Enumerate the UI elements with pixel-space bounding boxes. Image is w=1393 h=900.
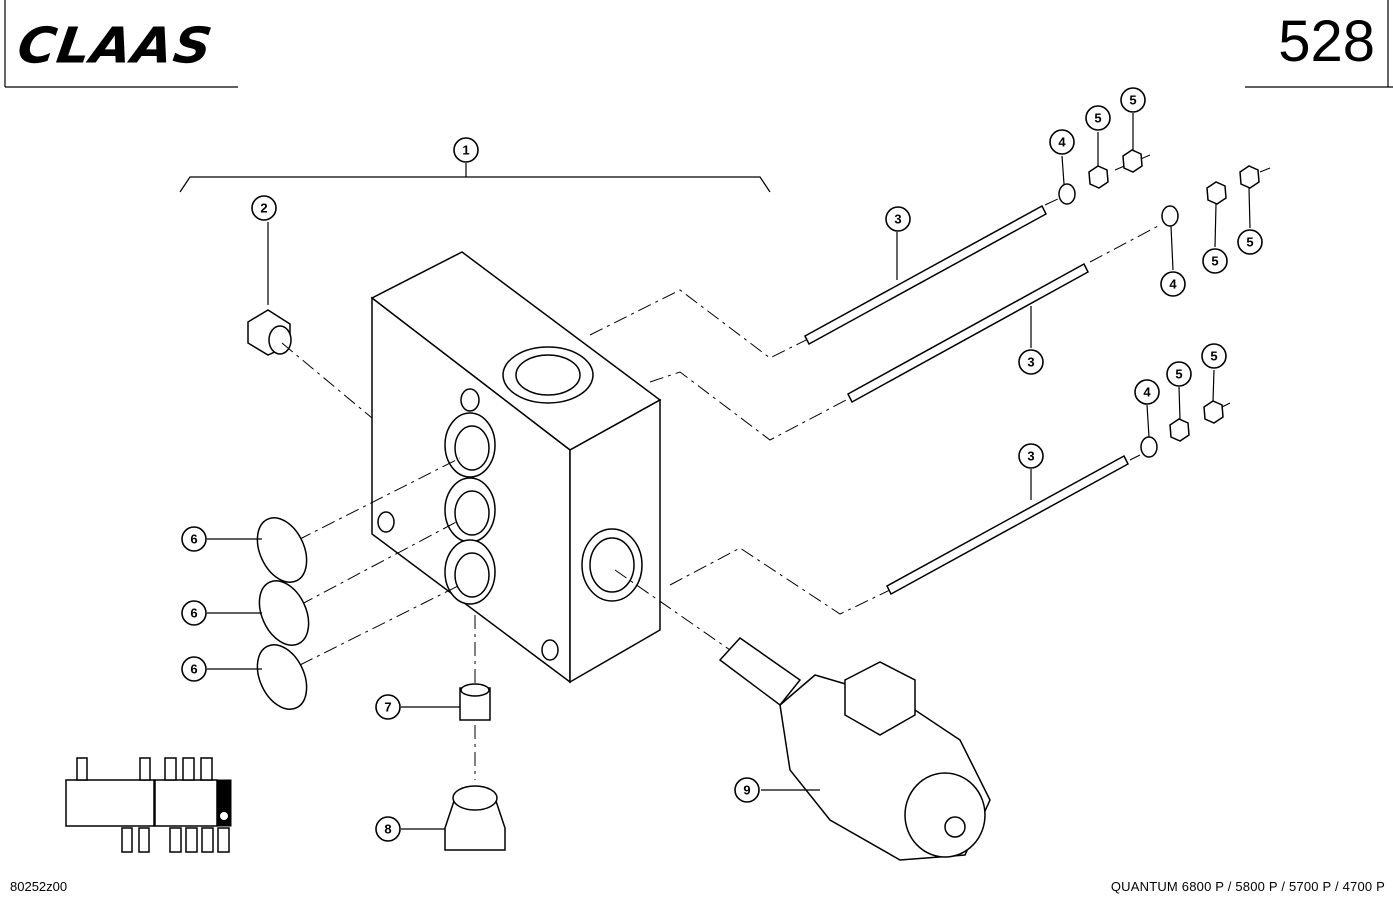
page-number: 528 [1278,9,1375,74]
svg-text:8: 8 [384,822,391,837]
svg-text:9: 9 [743,783,750,798]
svg-text:4: 4 [1143,385,1151,400]
o-ring-part [256,517,310,710]
callout-8: 8 [375,816,401,842]
assembly-bracket [179,176,771,193]
callout-2: 2 [251,195,277,221]
washer-part [1058,183,1179,458]
svg-text:5: 5 [1175,367,1182,382]
svg-text:2: 2 [260,201,267,216]
svg-text:6: 6 [190,662,197,677]
svg-text:5: 5 [1211,254,1218,269]
leader-lines [207,113,1251,830]
callout-5: 5 [1085,105,1111,131]
svg-text:6: 6 [190,606,197,621]
callout-9: 9 [734,777,760,803]
callout-6: 6 [181,526,207,552]
callout-6: 6 [181,656,207,682]
solenoid-valve-part [718,637,991,861]
svg-text:1: 1 [462,143,469,158]
svg-text:3: 3 [1027,355,1034,370]
svg-text:6: 6 [190,532,197,547]
plug-screw-part [247,222,292,356]
drawing-id: 80252z00 [10,879,68,894]
svg-text:4: 4 [1058,135,1066,150]
nut-part [1088,149,1260,442]
callout-3: 3 [1018,443,1044,469]
svg-text:3: 3 [894,212,901,227]
svg-text:5: 5 [1094,111,1101,126]
location-thumbnail [65,757,232,853]
svg-text:5: 5 [1129,93,1136,108]
callout-3: 3 [885,206,911,232]
callout-4: 4 [1160,271,1186,297]
callout-1: 1 [453,137,479,163]
callout-4: 4 [1049,129,1075,155]
callout-5: 5 [1202,248,1228,274]
callout-7: 7 [375,694,401,720]
threaded-stud-part [804,204,1129,596]
callout-5: 5 [1201,343,1227,369]
valve-block [370,251,662,684]
small-fitting-part [459,683,491,721]
svg-text:3: 3 [1027,449,1034,464]
svg-text:7: 7 [384,700,391,715]
callout-5: 5 [1237,229,1263,255]
large-plug-part [444,785,506,851]
svg-text:5: 5 [1246,235,1253,250]
callout-4: 4 [1134,379,1160,405]
callout-3: 3 [1018,349,1044,375]
callout-5: 5 [1120,87,1146,113]
svg-text:4: 4 [1169,277,1177,292]
svg-text:5: 5 [1210,349,1217,364]
callout-5: 5 [1166,361,1192,387]
model-list: QUANTUM 6800 P / 5800 P / 5700 P / 4700 … [1110,879,1385,894]
callout-6: 6 [181,600,207,626]
